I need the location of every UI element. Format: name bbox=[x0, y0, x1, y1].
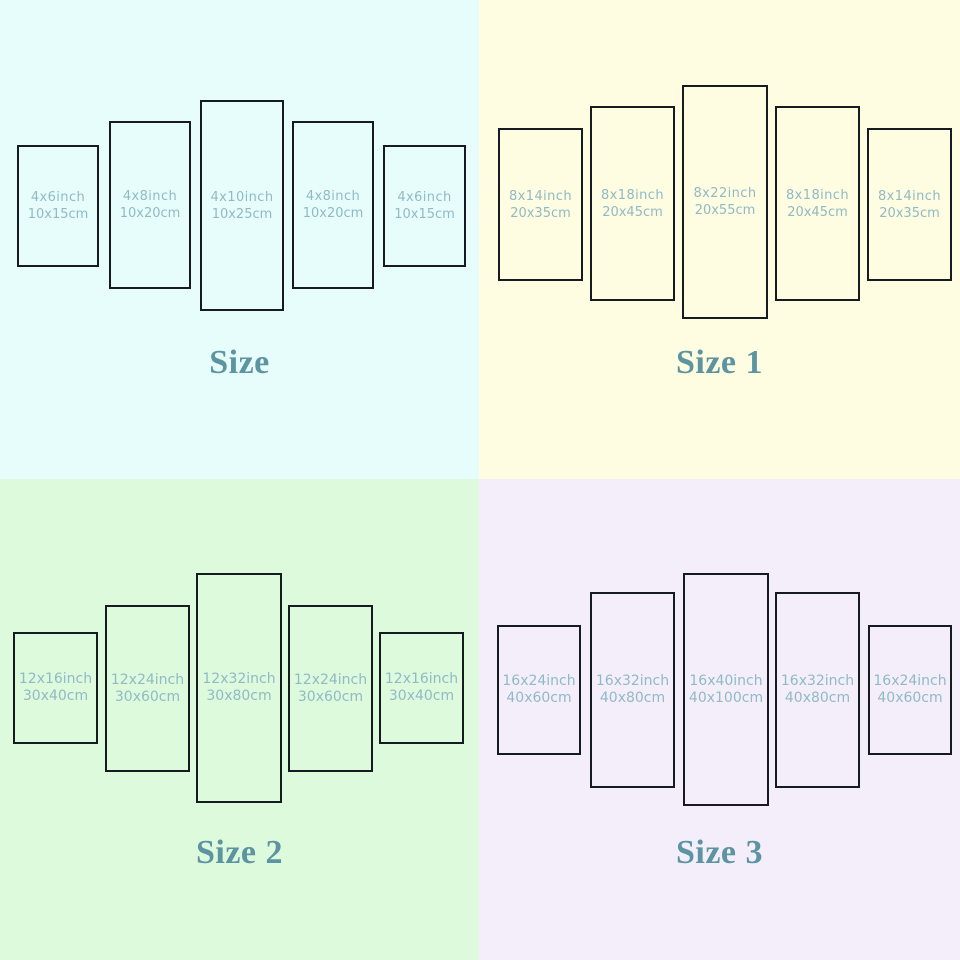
panel-size-inch: 12x24inch bbox=[110, 671, 185, 688]
panel-size-cm: 30x40cm bbox=[388, 688, 455, 704]
panel-size-inch: 4x6inch bbox=[30, 190, 86, 205]
panel-size-inch: 8x18inch bbox=[601, 187, 664, 203]
panel-size-inch: 12x24inch bbox=[293, 671, 368, 688]
canvas-panel: 4x8inch 10x20cm bbox=[292, 121, 374, 289]
panel-size-cm: 10x20cm bbox=[119, 206, 181, 221]
quadrant-title-size: Size bbox=[209, 344, 270, 381]
panel-size-inch: 8x14inch bbox=[509, 188, 572, 204]
panel-size-inch: 16x24inch bbox=[502, 673, 576, 689]
canvas-panel: 4x8inch 10x20cm bbox=[109, 121, 191, 289]
panel-size-cm: 10x15cm bbox=[394, 207, 455, 222]
canvas-panel: 8x22inch 20x55cm bbox=[682, 85, 768, 319]
panel-size-cm: 40x80cm bbox=[784, 690, 851, 706]
panel-size-inch: 4x8inch bbox=[305, 189, 361, 204]
canvas-panel: 4x6inch 10x15cm bbox=[17, 145, 99, 267]
panel-size-inch: 12x16inch bbox=[384, 671, 459, 687]
panel-size-inch: 12x32inch bbox=[202, 671, 276, 687]
panel-size-cm: 30x40cm bbox=[22, 688, 89, 704]
panel-size-cm: 20x35cm bbox=[879, 205, 940, 221]
panel-size-cm: 20x45cm bbox=[787, 204, 848, 220]
panel-size-inch: 16x24inch bbox=[873, 673, 947, 689]
panel-size-label: 4x8inch 10x20cm bbox=[303, 188, 364, 222]
panel-size-inch: 4x6inch bbox=[397, 190, 452, 205]
quadrant-title-size-2: Size 2 bbox=[195, 834, 284, 871]
panel-size-cm: 40x60cm bbox=[877, 690, 943, 706]
panel-size-inch: 8x14inch bbox=[878, 188, 941, 204]
panel-size-cm: 30x60cm bbox=[114, 688, 181, 705]
panel-size-cm: 20x45cm bbox=[602, 204, 663, 220]
panel-size-cm: 20x35cm bbox=[510, 205, 571, 221]
panel-size-label: 4x6inch 10x15cm bbox=[394, 189, 455, 223]
quadrant-title-size-1: Size 1 bbox=[675, 344, 764, 381]
panel-size-inch: 4x10inch bbox=[210, 189, 274, 205]
panel-size-inch: 16x32inch bbox=[595, 673, 670, 689]
canvas-panel: 4x6inch 10x15cm bbox=[383, 145, 466, 267]
panel-size-cm: 10x15cm bbox=[27, 207, 89, 222]
panel-size-cm: 10x25cm bbox=[211, 206, 273, 222]
panel-size-cm: 10x20cm bbox=[302, 206, 364, 221]
panel-size-label: 8x22inch 20x55cm bbox=[694, 185, 757, 219]
panel-size-label: 4x8inch 10x20cm bbox=[120, 188, 181, 222]
panel-size-cm: 30x60cm bbox=[297, 688, 364, 705]
panel-size-cm: 20x55cm bbox=[694, 203, 756, 218]
panel-size-cm: 40x100cm bbox=[688, 689, 764, 706]
panel-size-cm: 40x80cm bbox=[599, 690, 666, 706]
panel-size-inch: 8x22inch bbox=[693, 186, 757, 201]
panel-size-inch: 12x16inch bbox=[18, 671, 93, 687]
panel-size-inch: 16x40inch bbox=[689, 672, 763, 689]
panel-size-inch: 4x8inch bbox=[122, 189, 178, 204]
quadrant-title-size-3: Size 3 bbox=[675, 834, 764, 871]
panel-size-cm: 30x80cm bbox=[206, 688, 272, 704]
panel-size-inch: 16x32inch bbox=[780, 673, 855, 689]
panel-size-cm: 40x60cm bbox=[506, 690, 572, 706]
panel-size-inch: 8x18inch bbox=[786, 187, 849, 203]
panel-size-label: 4x6inch 10x15cm bbox=[28, 189, 89, 223]
